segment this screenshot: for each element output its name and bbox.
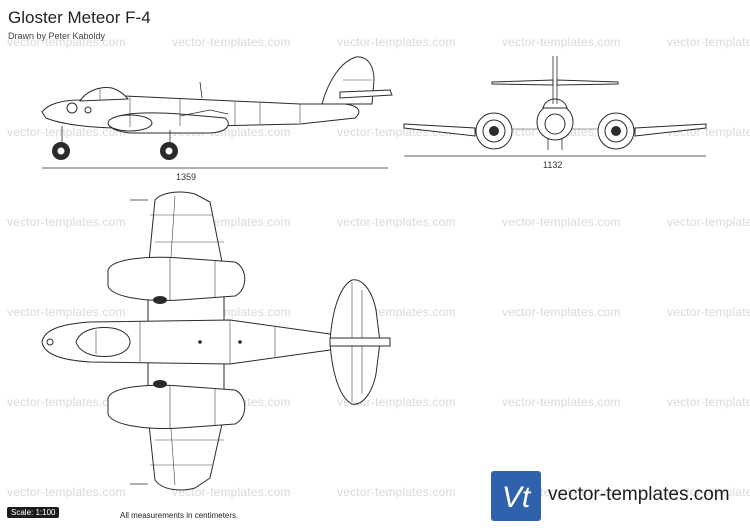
watermark-text: vector-templates.com	[502, 215, 621, 229]
watermark-text: vector-templates.com	[7, 485, 126, 499]
brand-url[interactable]: vector-templates.com	[548, 484, 730, 505]
page-title: Gloster Meteor F-4	[8, 8, 151, 27]
watermark-text: vector-templates.com	[7, 305, 126, 319]
measurement-note: All measurements in centimeters.	[120, 511, 239, 520]
watermark-text: vector-templates.com	[337, 215, 456, 229]
drawing-credit: Drawn by Peter Kaboldy	[8, 31, 106, 41]
watermark-text: vector-templates.com	[502, 305, 621, 319]
watermark-text: vector-templates.com	[7, 395, 126, 409]
watermark-text: vector-templates.com	[172, 485, 291, 499]
vector-templates-logo: Vt	[491, 471, 541, 521]
front-wing-left	[403, 123, 476, 137]
top-wing-upper	[147, 191, 225, 273]
side-view	[41, 56, 393, 169]
watermark-text: vector-templates.com	[667, 395, 750, 409]
watermark-text: vector-templates.com	[7, 125, 126, 139]
top-nacelle-upper	[107, 256, 246, 301]
watermark-text: vector-templates.com	[337, 395, 456, 409]
top-wing-lower	[147, 414, 225, 491]
side-canopy	[79, 87, 130, 102]
top-nacelle-lower	[107, 384, 246, 429]
front-wing-right	[634, 123, 707, 137]
watermark-text: vector-templates.com	[337, 485, 456, 499]
watermark-text: vector-templates.com	[667, 215, 750, 229]
front-view	[403, 56, 707, 157]
watermark-text: vector-templates.com	[502, 35, 621, 49]
logo-text: Vt	[502, 481, 532, 514]
watermark-text: vector-templates.com	[667, 305, 750, 319]
watermark-text: vector-templates.com	[7, 35, 126, 49]
top-view	[41, 191, 391, 491]
front-span-label: 1132	[543, 160, 563, 170]
watermark-text: vector-templates.com	[7, 215, 126, 229]
watermark-text: vector-templates.com	[667, 35, 750, 49]
scale-badge: Scale: 1:100	[7, 507, 60, 518]
watermark-text: vector-templates.com	[172, 35, 291, 49]
side-span-label: 1359	[176, 172, 197, 182]
watermark-text: vector-templates.com	[667, 485, 750, 499]
top-canopy	[75, 327, 131, 357]
watermark-text: vector-templates.com	[337, 35, 456, 49]
watermark-text: vector-templates.com	[502, 395, 621, 409]
